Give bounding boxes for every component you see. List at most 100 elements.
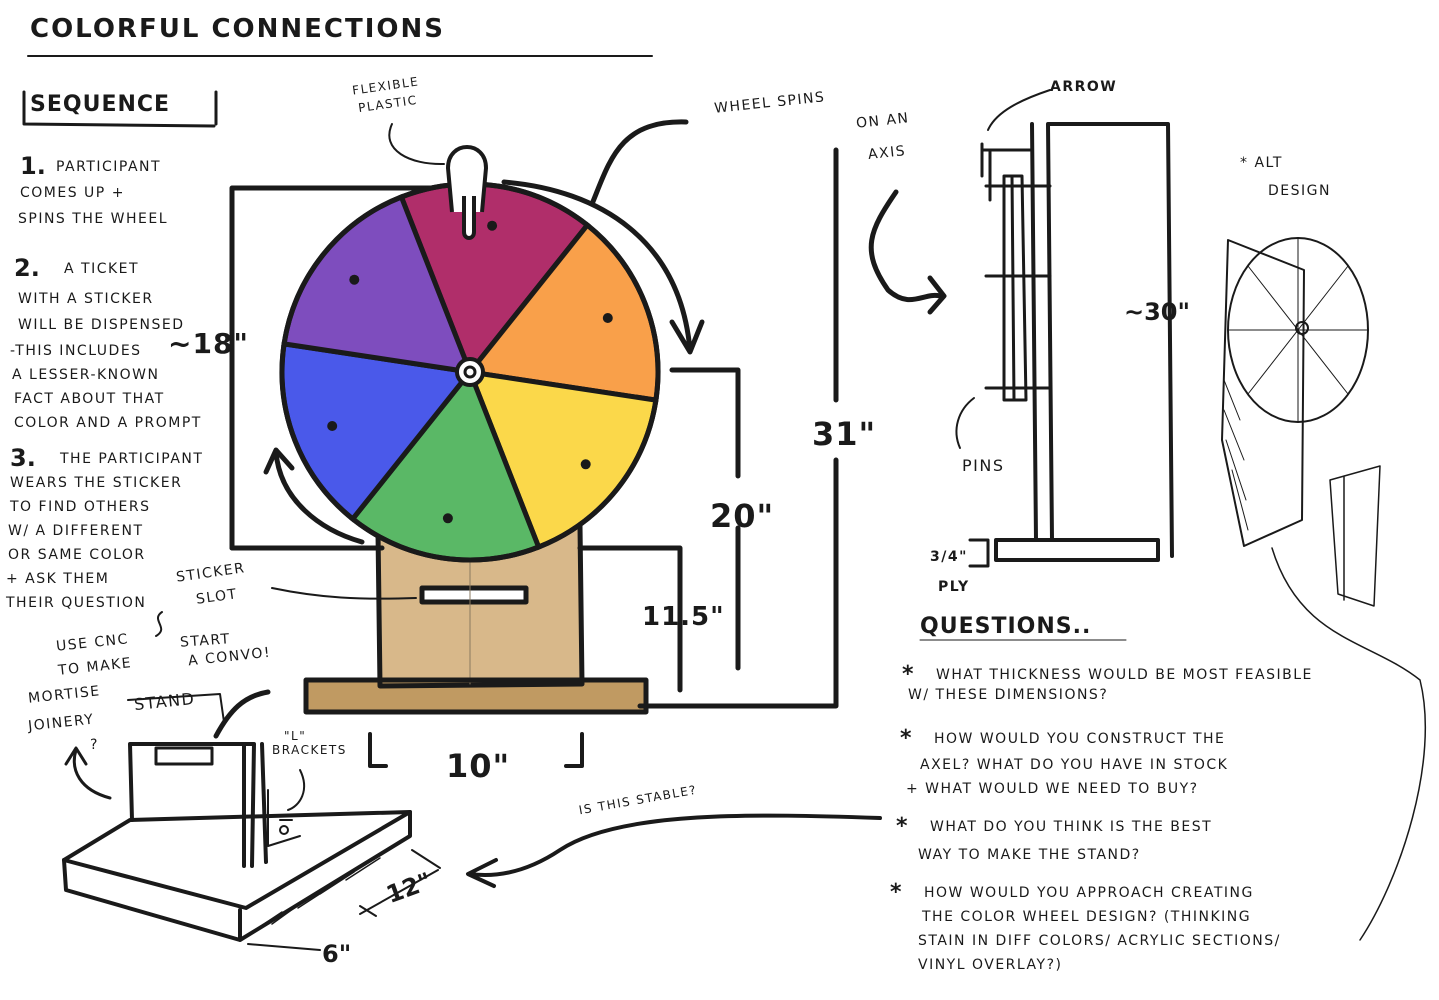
pins-label: PINS <box>962 456 1005 475</box>
detail-bracket-screw <box>279 825 289 835</box>
stand-height-dimension: 11.5" <box>642 602 725 632</box>
arrow-leader <box>987 89 1051 131</box>
sequence-heading: SEQUENCE <box>30 92 171 117</box>
step-number: 3. <box>10 444 36 472</box>
wheel-diameter-dimension: ~18" <box>168 327 250 360</box>
question-line: + WHAT WOULD WE NEED TO BUY? <box>906 781 1199 797</box>
arrow-label: ARROW <box>1050 79 1118 95</box>
side-pins <box>984 184 1052 390</box>
wheel-height-bracket <box>669 367 741 671</box>
wheel-segment-dot <box>580 459 591 470</box>
alt-wheel-hub <box>1295 321 1309 335</box>
stable-arrowhead <box>466 858 498 888</box>
return-spin-arrow <box>273 449 365 545</box>
wheel-pointer <box>445 145 489 240</box>
side-upright <box>1030 122 1174 558</box>
wheel-segment-dot <box>602 313 613 323</box>
side-squiggle-arrow <box>868 189 943 303</box>
sequence-heading-frame <box>22 90 218 128</box>
alt-base-part <box>1329 465 1381 607</box>
question-line: THE COLOR WHEEL DESIGN? (THINKING <box>922 909 1252 925</box>
total-height-bracket <box>637 147 839 709</box>
detail-upright <box>128 742 268 868</box>
convo-squiggle <box>155 611 163 637</box>
question-bullet-icon: * <box>900 726 913 751</box>
step-number: 2. <box>14 254 40 282</box>
alt-wheel-spokes <box>1227 237 1369 423</box>
question-bullet-icon: * <box>902 662 915 687</box>
side-height-dimension: ~30" <box>1124 298 1191 326</box>
step-line: WITH A STICKER <box>18 291 154 307</box>
wheel-to-base-dimension: 20" <box>710 497 775 535</box>
depth-dimension <box>359 849 441 915</box>
step-line: OR SAME COLOR <box>8 547 146 563</box>
ply-label: PLY <box>938 579 970 595</box>
ply-bracket <box>968 538 990 568</box>
step-line: COMES UP + <box>20 185 125 201</box>
step-line: TO FIND OTHERS <box>10 499 151 515</box>
stand-side-bracket <box>229 545 683 693</box>
start-convo-label: START <box>179 631 232 651</box>
alt-body <box>1221 239 1305 547</box>
step-line: PARTICIPANT <box>56 159 162 175</box>
step-line: A TICKET <box>64 261 140 277</box>
wheel-segment-dot <box>327 421 338 431</box>
brackets-label: BRACKETS <box>272 743 347 757</box>
step-line: WILL BE DISPENSED <box>18 317 185 333</box>
wheel-segment-dot <box>442 513 453 524</box>
alt-body-hatch <box>1223 379 1249 531</box>
brackets-leader <box>287 769 306 811</box>
detail-platform-side <box>62 810 412 942</box>
stand-fill <box>378 526 582 686</box>
side-wheel-plate <box>1002 174 1028 402</box>
step-line: W/ A DIFFERENT <box>8 523 144 539</box>
question-line: HOW WOULD YOU CONSTRUCT THE <box>934 731 1226 747</box>
step-line: COLOR AND A PROMPT <box>14 415 202 431</box>
question-line: WAY TO MAKE THE STAND? <box>918 847 1141 863</box>
detail-platform-top <box>62 810 412 910</box>
total-height-dimension: 31" <box>812 415 877 453</box>
thickness-dimension <box>247 905 377 951</box>
alt-design-label: * ALT <box>1240 155 1283 171</box>
step-line: SPINS THE WHEEL <box>18 211 169 227</box>
question-line: STAIN IN DIFF COLORS/ ACRYLIC SECTIONS/ <box>918 933 1281 949</box>
base-width-bracket <box>368 732 584 768</box>
question-line: WHAT THICKNESS WOULD BE MOST FEASIBLE <box>936 667 1313 683</box>
wheel-dimension-bracket <box>229 185 473 551</box>
wheel-segment-dot <box>487 220 498 231</box>
alt-design-label: DESIGN <box>1268 183 1331 199</box>
stable-arrow <box>468 813 882 877</box>
color-wheel[interactable] <box>279 181 661 563</box>
side-arrow-post <box>980 142 1032 202</box>
wheel-spins-leader <box>589 119 689 207</box>
ply-thickness-label: 3/4" <box>930 549 968 565</box>
step-line: -THIS INCLUDES <box>10 343 142 359</box>
question-bullet-icon: * <box>890 880 903 905</box>
question-line: VINYL OVERLAY?) <box>918 957 1063 973</box>
sticker-slot-leader <box>271 587 417 600</box>
side-base <box>994 538 1160 562</box>
wheel-segment-dot <box>349 274 360 285</box>
step-line: THEIR QUESTION <box>6 595 147 611</box>
wheel-base <box>303 677 649 715</box>
stand-label-box <box>127 693 225 723</box>
stand-label-leader <box>213 689 271 739</box>
step-line: FACT ABOUT THAT <box>14 391 165 407</box>
base-width-dimension: 10" <box>446 747 511 785</box>
question-line: W/ THESE DIMENSIONS? <box>908 687 1109 703</box>
questions-heading: QUESTIONS.. <box>920 614 1092 639</box>
step-line: + ASK THEM <box>6 571 110 587</box>
step-number: 1. <box>20 152 46 180</box>
thickness-dimension-label: 6" <box>322 940 352 968</box>
cnc-arrowhead <box>64 746 88 766</box>
question-bullet-icon: * <box>896 814 909 839</box>
step-line: THE PARTICIPANT <box>60 451 204 467</box>
spin-direction-arrow <box>501 179 693 353</box>
question-line: HOW WOULD YOU APPROACH CREATING <box>924 885 1254 901</box>
page-title: COLORFUL CONNECTIONS <box>30 14 445 44</box>
pins-leader <box>955 397 975 449</box>
alt-long-curve <box>1271 547 1427 941</box>
wheel-spins-label: AXIS <box>867 143 907 163</box>
wheel-axle-center <box>463 365 477 379</box>
